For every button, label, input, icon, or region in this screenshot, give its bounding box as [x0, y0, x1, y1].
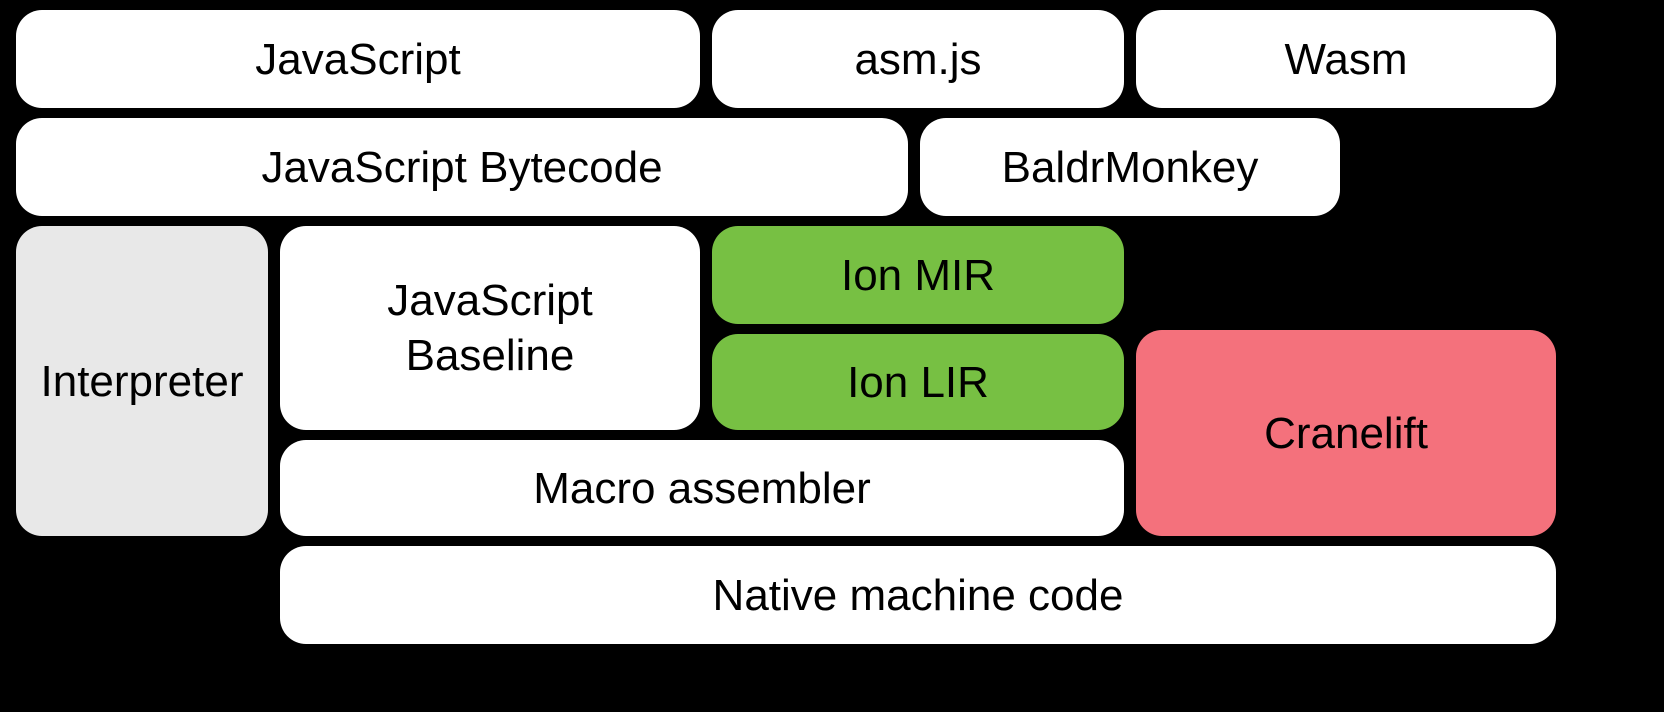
box-ion-lir: Ion LIR — [712, 334, 1124, 430]
box-asmjs: asm.js — [712, 10, 1124, 108]
box-macro-assembler-label: Macro assembler — [533, 463, 871, 513]
box-ion-mir: Ion MIR — [712, 226, 1124, 324]
box-javascript: JavaScript — [16, 10, 700, 108]
box-javascript-baseline-label: JavaScript Baseline — [387, 276, 593, 380]
box-baldrmonkey: BaldrMonkey — [920, 118, 1340, 216]
box-interpreter-label: Interpreter — [40, 356, 244, 406]
box-javascript-baseline: JavaScript Baseline — [280, 226, 700, 430]
box-native-machine-code-label: Native machine code — [712, 570, 1124, 620]
box-cranelift: Cranelift — [1136, 330, 1556, 536]
box-ion-lir-label: Ion LIR — [847, 357, 989, 407]
box-asmjs-label: asm.js — [854, 34, 982, 84]
box-javascript-bytecode-label: JavaScript Bytecode — [261, 142, 663, 192]
box-javascript-label: JavaScript — [255, 34, 461, 84]
box-wasm: Wasm — [1136, 10, 1556, 108]
box-macro-assembler: Macro assembler — [280, 440, 1124, 536]
box-ion-mir-label: Ion MIR — [840, 250, 996, 300]
box-cranelift-label: Cranelift — [1264, 408, 1428, 458]
box-wasm-label: Wasm — [1284, 34, 1408, 84]
box-baldrmonkey-label: BaldrMonkey — [1001, 142, 1259, 192]
box-interpreter: Interpreter — [16, 226, 268, 536]
box-native-machine-code: Native machine code — [280, 546, 1556, 644]
box-javascript-bytecode: JavaScript Bytecode — [16, 118, 908, 216]
